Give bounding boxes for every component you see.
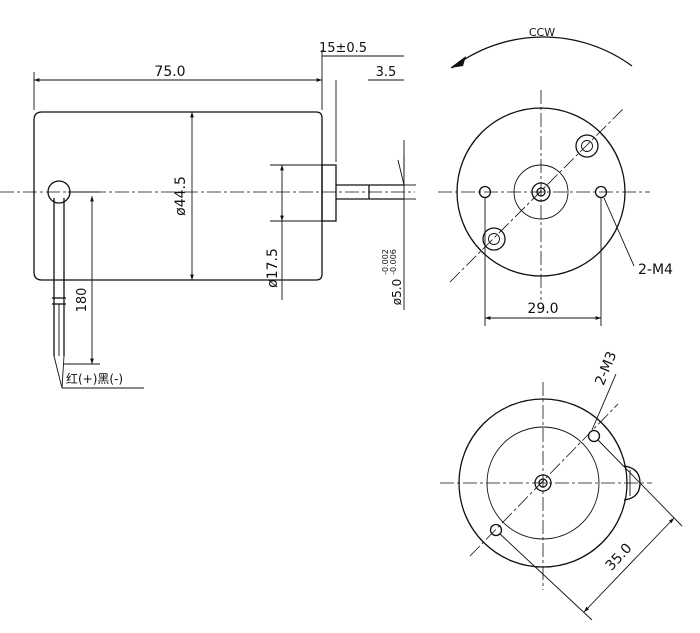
side-view: 75.0 15±0.5 3.5 ø44.5 ø17.5 ø5.0 -0.002 … <box>0 41 416 389</box>
rear-bearing-outer <box>534 474 552 492</box>
motor-body <box>33 111 323 281</box>
front-view: CCW 2-M4 29.0 <box>438 26 673 326</box>
dim-shaft-tol-upper: -0.002 <box>381 249 390 275</box>
rear-bearing-inner <box>538 478 548 488</box>
rear-face-outline <box>458 398 628 568</box>
dim-shaft-diameter-text: ø5.0 <box>390 279 404 305</box>
rear-hole-spacing-line <box>583 517 675 613</box>
lead-polarity-label: 红(+)黑(-) <box>66 371 123 386</box>
rear-mount-hole-upper <box>587 429 601 443</box>
rear-thread-leader <box>591 373 617 431</box>
rear-thread-label: 2-M3 <box>592 349 620 387</box>
ccw-arc <box>451 36 633 69</box>
dim-lead-length-text: 180 <box>75 288 90 313</box>
front-boss <box>321 164 337 222</box>
dim-boss-diameter-text: ø17.5 <box>265 248 281 288</box>
front-hole-spacing-text: 29.0 <box>527 301 558 317</box>
front-vent-hole-lower <box>482 227 506 251</box>
dim-body-diameter-text: ø44.5 <box>173 176 189 216</box>
rear-view: 2-M3 35.0 <box>440 349 683 621</box>
front-face-outline <box>456 107 626 277</box>
dim-length-text: 75.0 <box>154 64 185 80</box>
front-shaft-inner <box>536 187 546 197</box>
front-thread-label: 2-M4 <box>638 262 673 278</box>
dim-shaft-length-text: 15±0.5 <box>319 41 367 56</box>
front-thread-leader <box>603 197 635 267</box>
ccw-arrow-head <box>450 56 466 68</box>
dim-boss-length-text: 3.5 <box>376 65 397 80</box>
front-mount-hole-left <box>478 185 492 199</box>
rear-mount-hole-lower <box>489 523 503 537</box>
front-shaft-outer <box>531 182 551 202</box>
rear-end-cap <box>486 426 600 540</box>
front-boss-circle <box>513 164 569 220</box>
front-vent-hole-upper <box>575 134 599 158</box>
rotation-label: CCW <box>529 26 555 39</box>
dim-shaft-tol-lower: -0.006 <box>389 249 398 275</box>
rear-hole-spacing-text: 35.0 <box>603 540 636 574</box>
front-mount-hole-right <box>594 185 608 199</box>
